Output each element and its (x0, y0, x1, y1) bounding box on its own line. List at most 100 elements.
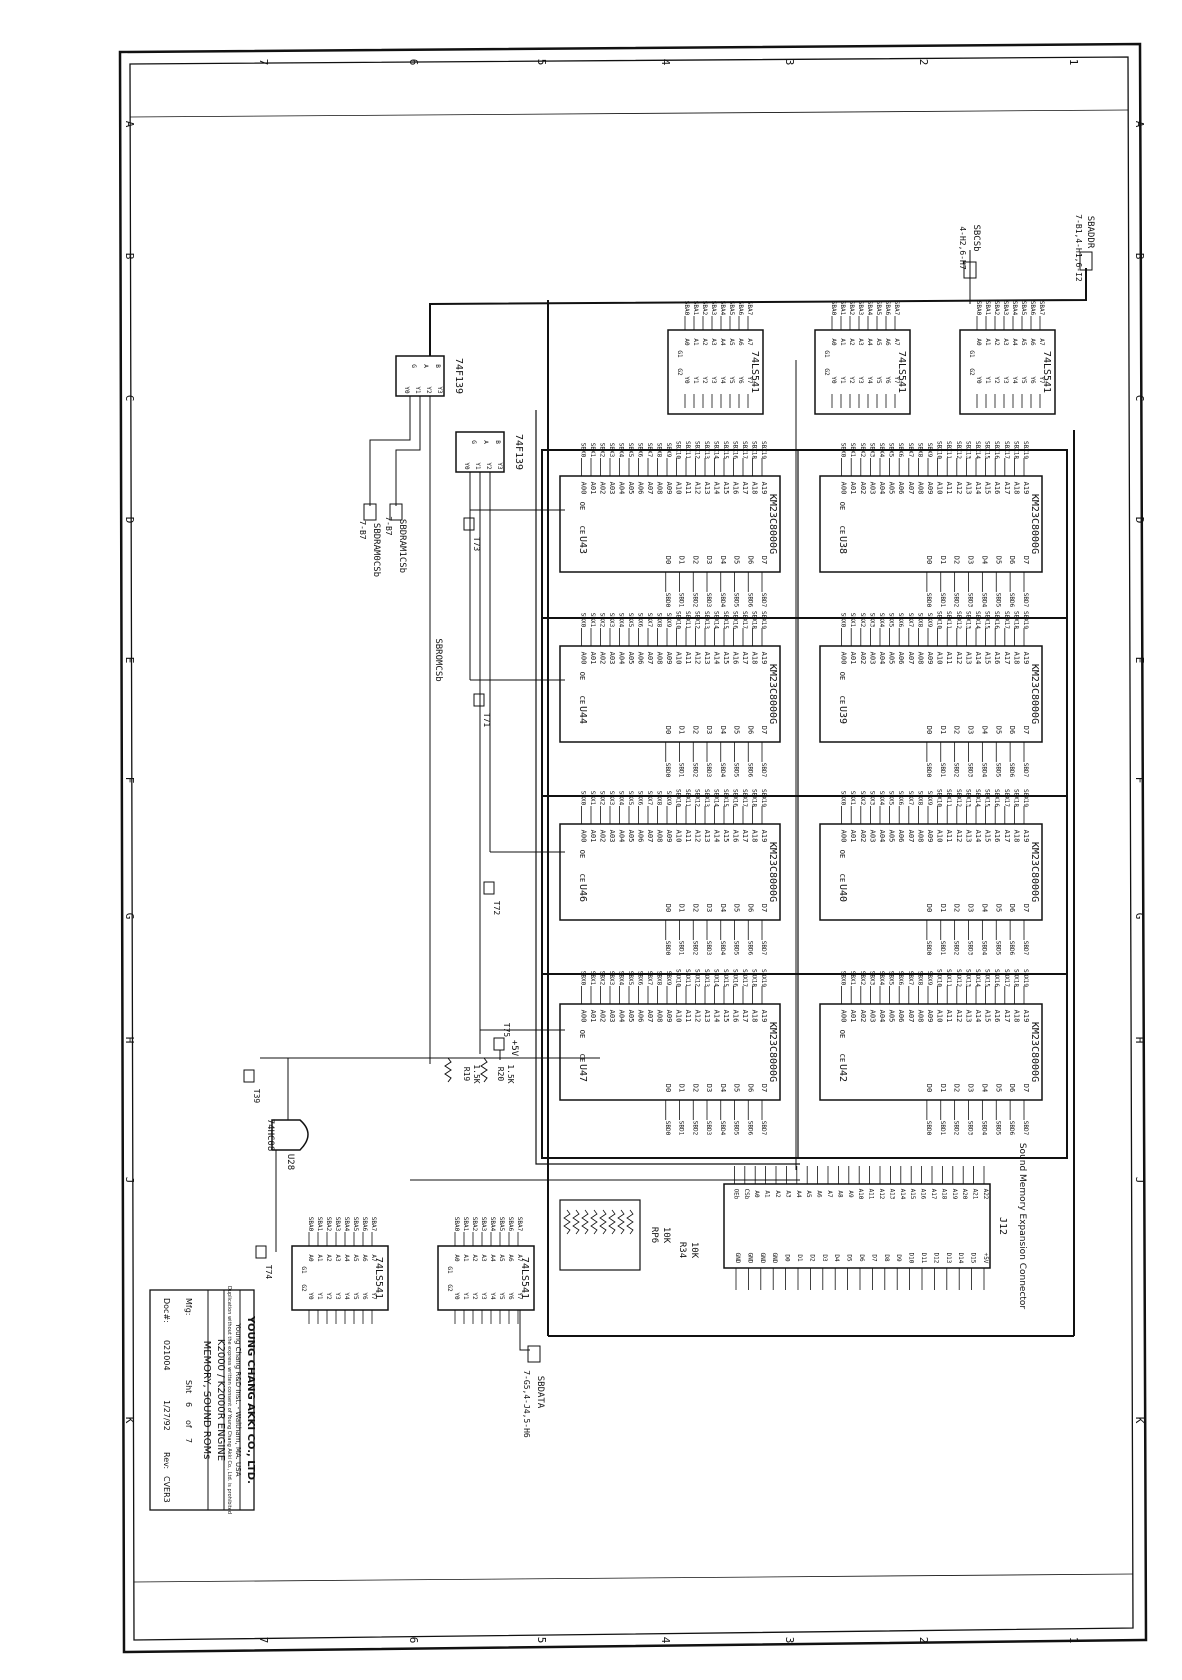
rom-data-pin: D0 (664, 726, 672, 734)
connector-address-pin: A5 (805, 1190, 812, 1198)
buffer-input-net: SBA3 (480, 1217, 487, 1232)
rom-address-net: SBX4 (618, 971, 625, 986)
buffer-input-pin: A1 (839, 338, 846, 346)
sbaddr-ref: 7-B1,4-H1,6-I2 (1074, 214, 1083, 282)
grid-letter: H (123, 1037, 136, 1044)
rom-address-pin: A19 (1022, 482, 1030, 495)
rom-address-pin: A05 (888, 830, 896, 843)
buffer-output-pin: Y4 (866, 376, 873, 384)
rom-oe-pin: OE (578, 502, 586, 510)
buffer-output-pin: Y2 (471, 1292, 478, 1300)
test-point-label: T72 (492, 901, 501, 916)
buffer-output-pin: Y0 (307, 1292, 314, 1300)
buffer-output-pin: Y1 (839, 376, 846, 384)
rom-address-pin: A18 (1012, 830, 1020, 843)
rom-address-pin: A00 (840, 482, 848, 495)
buffer-output-pin: Y5 (498, 1292, 505, 1300)
rom-address-pin: A18 (751, 830, 759, 843)
rom-data-net: SBD3 (705, 763, 712, 778)
rom-address-net: SBX17 (741, 969, 748, 987)
sbcs-ref: 4-H2,6-H7 (958, 226, 967, 270)
rom-address-net: SBX16 (993, 789, 1000, 807)
decoder-input-pin: G (410, 364, 417, 368)
rom-data-pin: D3 (705, 556, 713, 564)
decoder-output-pin: Y3 (496, 462, 503, 470)
grid-number: 2 (917, 59, 930, 66)
buffer-input-pin: A1 (984, 338, 991, 346)
rom-address-net: SBX17 (1003, 789, 1010, 807)
rom-address-net: SBX15 (984, 611, 991, 629)
buffer-output-pin: Y6 (361, 1292, 368, 1300)
grid-letter: D (123, 517, 136, 524)
rom-address-net: SBX4 (618, 613, 625, 628)
rom-data-pin: D5 (733, 556, 741, 564)
buffer-chip-3: 74LS541 (667, 329, 764, 415)
rom-address-pin: A19 (1022, 1010, 1030, 1023)
r19-value: 1.5K (472, 1064, 481, 1083)
rom-address-net: SBX19 (760, 441, 767, 459)
buffer-input-net: SBA7 (370, 1217, 377, 1232)
resistor-element (563, 1209, 571, 1235)
buffer-input-pin: A7 (1038, 338, 1045, 346)
grid-number: 5 (535, 59, 548, 66)
rom-address-net: SBX7 (907, 613, 914, 628)
rom-address-pin: A15 (722, 652, 730, 665)
buffer-output-pin: Y6 (884, 376, 891, 384)
connector-address-pin: A4 (795, 1190, 802, 1198)
rom-address-net: SBX10 (936, 789, 943, 807)
rom-data-pin: D2 (953, 726, 961, 734)
rom-ce-pin: CE (578, 874, 586, 882)
rom-address-net: SBX16 (993, 969, 1000, 987)
rom-address-pin: A09 (926, 830, 934, 843)
buffer-input-net: SBA5 (498, 1217, 505, 1232)
connector-address-pin: A19 (951, 1189, 958, 1200)
rom-address-net: SBX0 (840, 613, 847, 628)
rom-oe-pin: OE (838, 1030, 846, 1038)
rom-address-net: SBX4 (878, 791, 885, 806)
rom-address-net: SBX1 (849, 791, 856, 806)
rom-address-net: SBX12 (955, 969, 962, 987)
rom-address-pin: A07 (646, 1010, 654, 1023)
rom-address-net: SBX14 (713, 969, 720, 987)
rom-address-pin: A01 (589, 652, 597, 665)
rom-address-net: SBX8 (656, 613, 663, 628)
rom-data-pin: D5 (994, 904, 1002, 912)
rom-data-net: SBD6 (746, 593, 753, 608)
buffer-chip-label: 74LS541 (519, 1257, 530, 1299)
grid-letter: F (123, 777, 136, 784)
buffer-input-net: SBA0 (683, 301, 690, 316)
sbdata-ref: 7-G5,4-J4,5-H6 (522, 1370, 531, 1438)
rom-address-pin: A03 (608, 652, 616, 665)
rom-address-net: SBX9 (926, 443, 933, 458)
connector-data-pin: D13 (945, 1253, 952, 1264)
resistor-element (626, 1209, 634, 1235)
rom-address-net: SBX17 (741, 789, 748, 807)
buffer-output-pin: Y2 (325, 1292, 332, 1300)
rom-address-net: SBX2 (859, 613, 866, 628)
r34-ref: R34 (677, 1242, 687, 1258)
rom-address-net: SBX4 (878, 971, 885, 986)
rom-address-pin: A15 (722, 1010, 730, 1023)
rom-address-net: SBX13 (703, 789, 710, 807)
grid-letter: A (1133, 121, 1146, 128)
rom-address-pin: A03 (868, 1010, 876, 1023)
rom-data-pin: D5 (994, 726, 1002, 734)
rom-data-pin: D1 (939, 726, 947, 734)
rom-address-pin: A00 (580, 830, 588, 843)
buffer-input-net: SBA4 (719, 301, 726, 316)
rom-ref-label: U38 (837, 536, 848, 554)
resistor-r20: R20 1.5K (480, 1057, 515, 1084)
buffer-input-net: SBA5 (352, 1217, 359, 1232)
buffer-input-net: SBA0 (307, 1217, 314, 1232)
buffer-enable-pin: G1 (968, 350, 975, 358)
rom-address-pin: A17 (741, 482, 749, 495)
rom-address-pin: A05 (627, 652, 635, 665)
rom-address-pin: A07 (646, 830, 654, 843)
connector-address-pin: A18 (940, 1189, 947, 1200)
rom-address-net: SBX19 (1022, 611, 1029, 629)
rom-data-net: SBD0 (925, 763, 932, 778)
rom-address-pin: A02 (599, 652, 607, 665)
buffer-chip-2: 74LS541 (814, 329, 911, 415)
connector-address-pin: A2 (774, 1190, 781, 1198)
rom-address-net: SBX13 (703, 441, 710, 459)
